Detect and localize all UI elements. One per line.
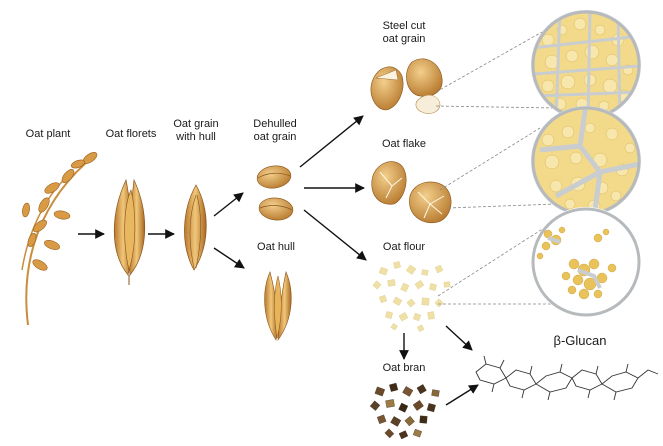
label-steel-cut-line2: oat grain [382, 33, 426, 45]
label-oat-florets: Oat florets [105, 128, 157, 140]
label-oat-bran: Oat bran [382, 362, 426, 374]
label-oat-grain-with-hull-line2: with hull [176, 131, 216, 143]
steel-cut-microstructure-circle [531, 10, 641, 120]
label-beta-glucan: β-Glucan [553, 333, 607, 348]
oat-flour-illustration [372, 261, 451, 332]
label-dehulled-line1: Dehulled [253, 118, 297, 130]
label-dehulled-line2: oat grain [253, 131, 297, 143]
oat-flake-illustration [371, 161, 452, 224]
label-oat-grain-with-hull: Oat grain with hull [168, 118, 224, 144]
oat-grain-with-hull-illustration [184, 184, 207, 271]
zoom-connector-lines [435, 31, 557, 305]
label-steel-cut-oat-grain: Steel cut oat grain [368, 20, 440, 46]
dehulled-grain-illustration [256, 165, 294, 221]
label-oat-grain-with-hull-line1: Oat grain [173, 118, 219, 130]
label-oat-flake: Oat flake [381, 138, 427, 150]
oat-flake-microstructure-circle [531, 106, 641, 216]
oat-plant-illustration [21, 152, 98, 326]
oat-flour-microstructure-circle [531, 207, 641, 317]
oat-bran-illustration [369, 382, 440, 440]
label-oat-hull: Oat hull [257, 241, 295, 253]
process-arrows [78, 115, 479, 406]
oat-florets-illustration [113, 178, 146, 285]
label-oat-flour: Oat flour [382, 241, 426, 253]
label-steel-cut-line1: Steel cut [382, 20, 426, 32]
beta-glucan-structure [475, 355, 659, 401]
label-oat-plant: Oat plant [25, 128, 71, 140]
steel-cut-grain-illustration [370, 58, 443, 114]
label-dehulled-oat-grain: Dehulled oat grain [243, 118, 307, 144]
oat-hull-illustration [264, 271, 292, 341]
